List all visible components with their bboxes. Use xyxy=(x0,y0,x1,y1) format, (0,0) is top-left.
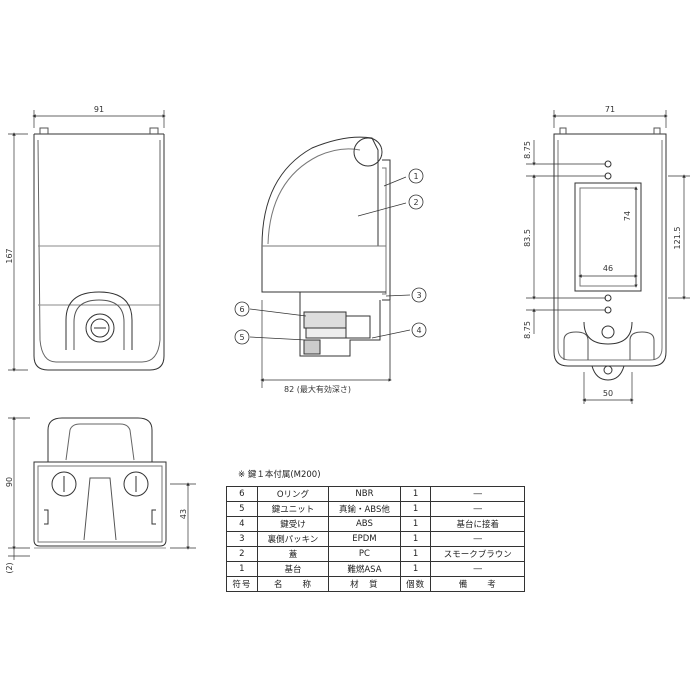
balloon-leaders xyxy=(249,176,411,341)
part-remarks: 基台に接着 xyxy=(430,516,525,532)
header-name: 名 称 xyxy=(256,576,330,592)
side-view-dimensions xyxy=(260,300,392,388)
svg-text:2: 2 xyxy=(413,198,418,207)
front-view xyxy=(33,127,165,371)
header-material: 材 質 xyxy=(328,576,401,592)
part-name: 鍵受け xyxy=(256,516,330,532)
part-material: PC xyxy=(328,546,401,562)
table-row: 5 鍵ユニット 真鍮・ABS他 1 ― xyxy=(226,501,525,517)
side-view xyxy=(261,136,391,380)
part-remarks: ― xyxy=(430,561,525,577)
dim-bottom-width: 50 xyxy=(603,389,613,398)
part-name: 裏側パッキン xyxy=(256,531,330,547)
bottom-view-dimensions xyxy=(8,416,196,560)
table-row: 2 蓋 PC 1 スモークブラウン xyxy=(226,546,525,562)
dim-back-overall: 121.5 xyxy=(673,227,682,250)
dim-back-width: 71 xyxy=(605,105,615,114)
back-view xyxy=(553,127,667,381)
balloon-4: 4 xyxy=(411,322,427,338)
svg-text:4: 4 xyxy=(416,326,421,335)
dim-front-width: 91 xyxy=(94,105,104,114)
balloon-2: 2 xyxy=(408,194,424,210)
part-material: EPDM xyxy=(328,531,401,547)
table-row: 4 鍵受け ABS 1 基台に接着 xyxy=(226,516,525,532)
part-name: Oリング xyxy=(256,486,330,502)
table-row: 3 裏側パッキン EPDM 1 ― xyxy=(226,531,525,547)
back-view-dimensions xyxy=(526,110,690,404)
parts-table: 6 Oリング NBR 1 ― 5 鍵ユニット 真鍮・ABS他 1 ― 4 鍵受け… xyxy=(226,486,525,592)
table-row: 1 基台 難燃ASA 1 ― xyxy=(226,561,525,577)
table-row: 6 Oリング NBR 1 ― xyxy=(226,486,525,502)
part-material: 難燃ASA xyxy=(328,561,401,577)
table-header: 符号 名 称 材 質 個数 備 考 xyxy=(226,576,525,592)
row-number: 2 xyxy=(226,546,258,562)
part-qty: 1 xyxy=(399,561,432,577)
accessory-note: ※ 鍵１本付属(M200) xyxy=(238,470,321,480)
part-name: 鍵ユニット xyxy=(256,501,330,517)
row-number: 4 xyxy=(226,516,258,532)
part-remarks: ― xyxy=(430,486,525,502)
dim-front-height: 167 xyxy=(5,248,14,263)
dim-window-height: 74 xyxy=(623,211,632,221)
part-name: 蓋 xyxy=(256,546,330,562)
part-qty: 1 xyxy=(399,516,432,532)
header-number: 符号 xyxy=(226,576,258,592)
svg-text:3: 3 xyxy=(416,291,421,300)
balloon-5: 5 xyxy=(234,329,250,345)
svg-text:5: 5 xyxy=(239,333,244,342)
balloon-6: 6 xyxy=(234,301,250,317)
dim-back-top: 8.75 xyxy=(523,141,532,159)
dim-side-depth: 82 (最大有効深さ) xyxy=(284,384,351,394)
row-number: 5 xyxy=(226,501,258,517)
part-remarks: ― xyxy=(430,531,525,547)
header-qty: 個数 xyxy=(399,576,432,592)
part-qty: 1 xyxy=(399,486,432,502)
part-qty: 1 xyxy=(399,501,432,517)
row-number: 3 xyxy=(226,531,258,547)
part-qty: 1 xyxy=(399,531,432,547)
front-view-dimensions xyxy=(8,110,166,372)
dim-bottom-gap: (2) xyxy=(5,562,14,573)
dim-back-bottom: 8.75 xyxy=(523,321,532,339)
part-remarks: ― xyxy=(430,501,525,517)
balloon-3: 3 xyxy=(411,287,427,303)
svg-text:1: 1 xyxy=(413,172,418,181)
bottom-view xyxy=(33,417,167,549)
header-remarks: 備 考 xyxy=(430,576,525,592)
part-name: 基台 xyxy=(256,561,330,577)
part-material: 真鍮・ABS他 xyxy=(328,501,401,517)
row-number: 1 xyxy=(226,561,258,577)
row-number: 6 xyxy=(226,486,258,502)
part-material: ABS xyxy=(328,516,401,532)
balloon-1: 1 xyxy=(408,168,424,184)
svg-text:6: 6 xyxy=(239,305,244,314)
dim-bottom-inner: 43 xyxy=(179,509,188,519)
part-material: NBR xyxy=(328,486,401,502)
dim-back-mid: 83.5 xyxy=(523,229,532,247)
part-remarks: スモークブラウン xyxy=(430,546,525,562)
part-qty: 1 xyxy=(399,546,432,562)
dim-bottom-height: 90 xyxy=(5,477,14,487)
dim-window-width: 46 xyxy=(603,264,613,273)
